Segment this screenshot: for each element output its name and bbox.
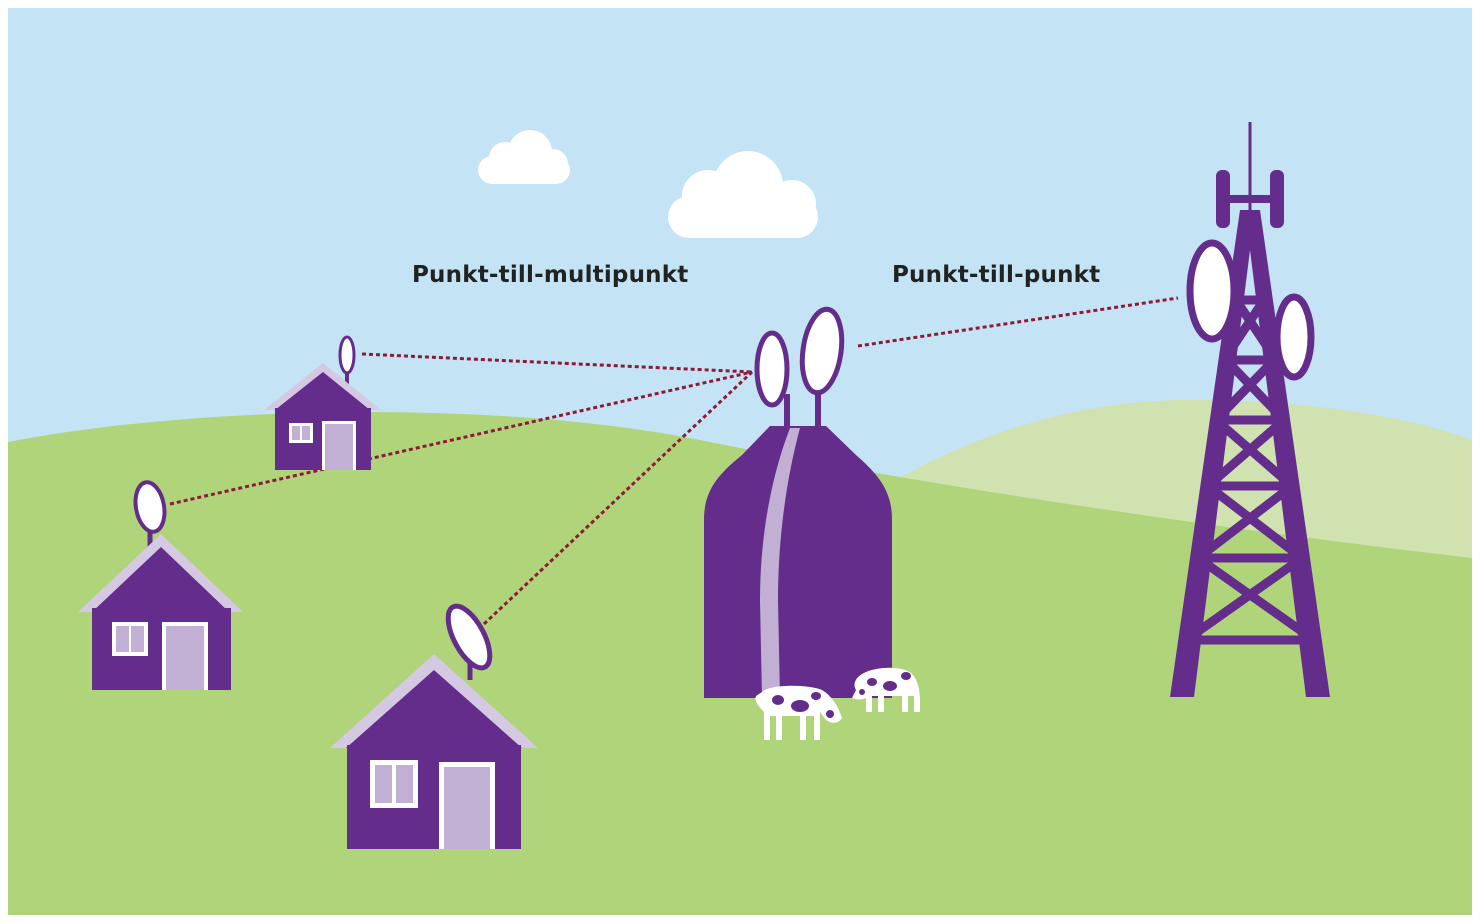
dish-icon [340, 337, 354, 373]
dish-icon [757, 333, 787, 405]
dish-icon [1277, 297, 1311, 377]
point-to-point-label: Punkt-till-punkt [892, 262, 1100, 288]
point-to-multipoint-label: Punkt-till-multipunkt [412, 262, 688, 288]
dish-icon [1190, 243, 1234, 339]
